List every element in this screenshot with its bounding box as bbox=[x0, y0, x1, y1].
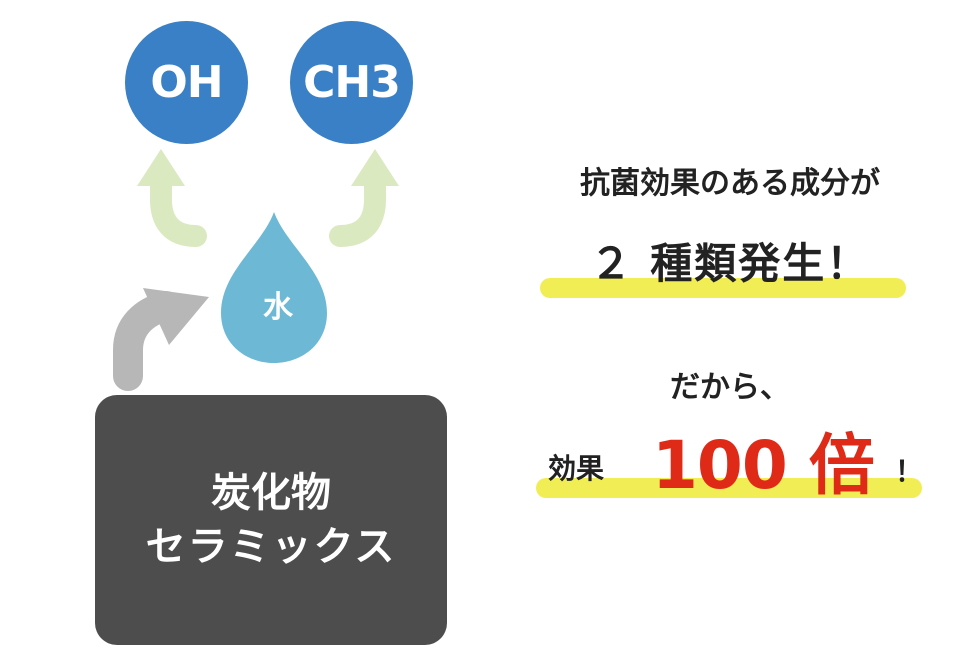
water-drop-icon bbox=[221, 212, 327, 363]
highlight-bar-2 bbox=[536, 478, 922, 498]
ch3-molecule-label: CH3 bbox=[303, 57, 401, 108]
message-line2: ２ 種類発生！ bbox=[589, 239, 871, 288]
arrow-up-left-icon bbox=[137, 149, 207, 247]
message-line4-suffix: ！ bbox=[895, 455, 924, 488]
message-line3: だから、 bbox=[670, 370, 790, 405]
ceramic-block: 炭化物 セラミックス bbox=[95, 395, 447, 645]
ceramic-label-line1: 炭化物 bbox=[211, 470, 331, 516]
message-line4-prefix: 効果 bbox=[548, 452, 605, 485]
arrow-curved-right-icon bbox=[113, 288, 209, 391]
arrow-up-right-icon bbox=[329, 149, 399, 247]
oh-molecule-circle: OH bbox=[125, 21, 248, 144]
ch3-molecule-circle: CH3 bbox=[290, 21, 413, 144]
ceramic-label-line2: セラミックス bbox=[145, 524, 397, 570]
oh-molecule-label: OH bbox=[150, 57, 223, 108]
message-line4-number: 100 倍 bbox=[652, 427, 875, 504]
message-line1: 抗菌効果のある成分が bbox=[580, 166, 880, 201]
highlight-bar-1 bbox=[540, 278, 906, 298]
water-label: 水 bbox=[263, 290, 293, 325]
